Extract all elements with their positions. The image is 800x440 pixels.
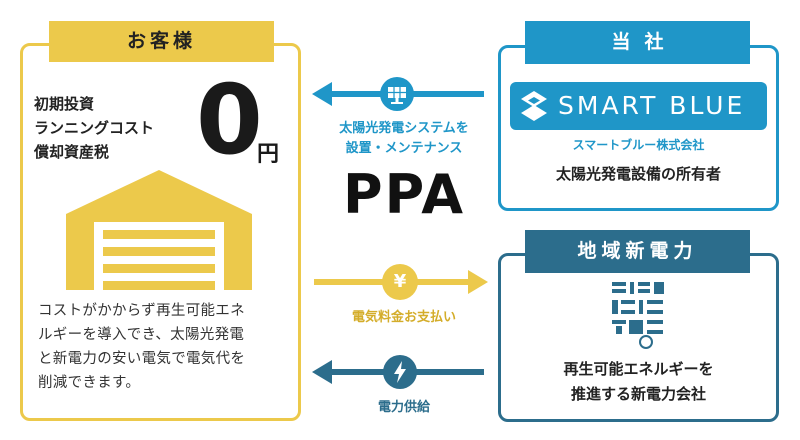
company-header: 当社 — [525, 21, 750, 64]
regional-description-line: 再生可能エネルギーを — [563, 360, 714, 378]
customer-header: お客様 — [49, 21, 274, 62]
cost-list: 初期投資 ランニングコスト 償却資産税 — [34, 92, 154, 164]
cost-item-initial: 初期投資 — [34, 95, 95, 113]
customer-description: コストがかからず再生可能エネ ルギーを導入でき、太陽光発電 と新電力の安い電気で… — [38, 299, 293, 395]
yen-unit: 円 — [257, 142, 280, 167]
yen-icon: ¥ — [382, 264, 418, 300]
ppa-title: PPA — [343, 163, 465, 226]
company-role: 太陽光発電設備の所有者 — [555, 165, 721, 183]
regional-power-header: 地域新電力 — [525, 230, 750, 273]
regional-description-line: 推進する新電力会社 — [570, 385, 706, 403]
customer-description-line: コストがかからず再生可能エネ — [38, 303, 245, 319]
regional-power-panel — [498, 253, 779, 422]
smart-blue-logo-text: SMART BLUE — [558, 91, 746, 120]
smart-blue-logo-mark-icon — [521, 91, 547, 121]
tsudoku-minna-energy-logo — [612, 282, 664, 349]
customer-description-line: ルギーを導入でき、太陽光発電 — [38, 327, 245, 343]
install-flow-label: 太陽光発電システムを 設置・メンテナンス — [318, 119, 490, 159]
zero-amount: 0 — [196, 64, 263, 176]
factory-icon — [66, 170, 252, 290]
smart-blue-logo: SMART BLUE — [510, 82, 767, 130]
solar-panel-icon — [380, 77, 414, 111]
company-name: スマートブルー株式会社 — [572, 138, 705, 152]
install-flow-label-line: 太陽光発電システムを — [339, 121, 469, 136]
cost-item-tax: 償却資産税 — [34, 143, 110, 161]
regional-power-description: 再生可能エネルギーを 推進する新電力会社 — [500, 357, 777, 407]
customer-description-line: 削減できます。 — [38, 375, 141, 391]
lightning-icon — [383, 355, 417, 389]
customer-description-line: と新電力の安い電気で電気代を — [38, 351, 246, 367]
supply-flow-label: 電力供給 — [377, 400, 430, 415]
install-flow-label-line: 設置・メンテナンス — [345, 141, 463, 156]
payment-flow-label: 電気料金お支払い — [351, 310, 456, 325]
cost-item-running: ランニングコスト — [34, 119, 155, 137]
